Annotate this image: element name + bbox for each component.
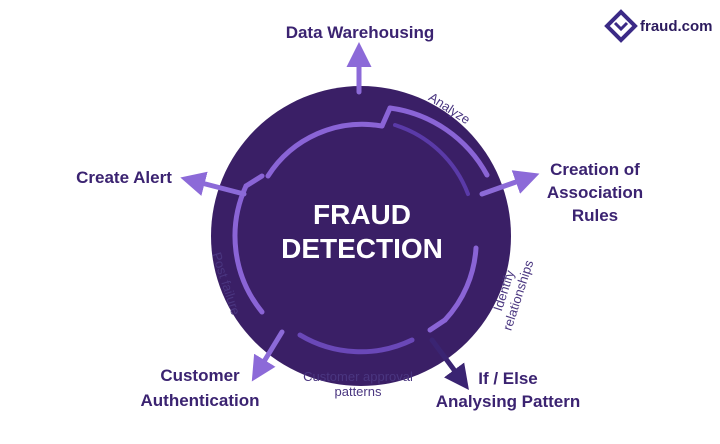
svg-text:Rules: Rules (572, 206, 618, 225)
inner-rings (232, 105, 490, 355)
center-title-line2: DETECTION (281, 233, 443, 264)
svg-text:Authentication: Authentication (141, 391, 260, 410)
node-customer-auth: Customer Authentication (141, 366, 260, 410)
svg-text:If / Else: If / Else (478, 369, 538, 388)
arrows (180, 42, 540, 391)
svg-text:Creation of: Creation of (550, 160, 640, 179)
arrow-to-customer-auth (251, 329, 285, 382)
arrow-to-creation-rules (479, 170, 540, 197)
logo-text: fraud.com (640, 18, 713, 35)
svg-text:Customer: Customer (160, 366, 240, 385)
svg-text:Customer approval: Customer approval (303, 369, 413, 384)
arrow-to-if-else (429, 337, 469, 391)
node-data-warehousing: Data Warehousing (286, 23, 435, 42)
brand-logo[interactable]: fraud.com (604, 9, 713, 43)
diamond-arrows-icon (604, 9, 638, 43)
center-title-line1: FRAUD (313, 199, 411, 230)
node-if-else: If / Else Analysing Pattern (436, 369, 581, 411)
node-create-alert: Create Alert (76, 168, 172, 187)
node-creation-rules: Creation of Association Rules (547, 160, 643, 225)
edge-label-customer-approval: Customer approval patterns (303, 369, 413, 399)
arrow-to-create-alert (180, 171, 247, 197)
central-circle (211, 86, 511, 386)
svg-text:Analysing Pattern: Analysing Pattern (436, 392, 581, 411)
svg-text:patterns: patterns (335, 384, 382, 399)
svg-text:Association: Association (547, 183, 643, 202)
